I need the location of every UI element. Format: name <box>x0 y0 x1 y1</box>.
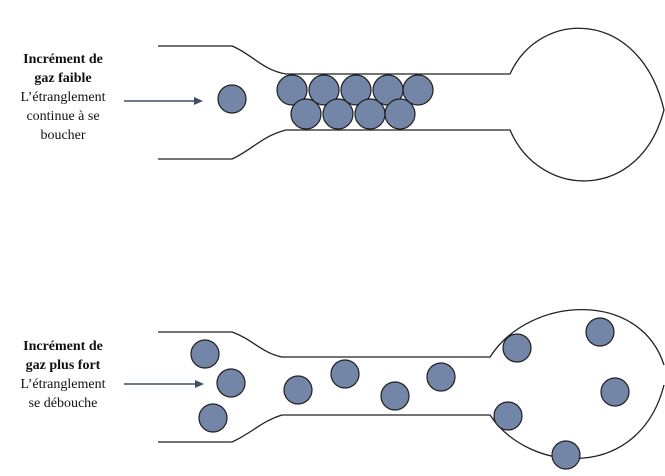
label-desc-line3: boucher <box>40 128 86 143</box>
panel-weak-gas: Incrément de gaz faible L’étranglement c… <box>0 0 665 235</box>
tube-lower-wall <box>158 109 665 182</box>
particle <box>290 98 322 130</box>
particle-group <box>217 74 434 130</box>
particle <box>322 98 354 130</box>
unclogged-tube-diagram <box>124 309 665 470</box>
particle <box>276 74 308 106</box>
label-title-line2: gaz faible <box>34 71 92 86</box>
arrow-head <box>194 97 203 105</box>
particle <box>551 440 581 470</box>
tube-upper-wall <box>158 309 665 366</box>
particle <box>380 381 410 411</box>
particle-group <box>190 317 630 470</box>
tube-lower-wall <box>158 384 665 460</box>
particle <box>600 377 630 407</box>
label-desc-line1: L’étranglement <box>20 90 106 105</box>
particle <box>354 98 386 130</box>
label-title-line1: Incrément de <box>23 339 103 354</box>
arrow-head <box>195 380 204 388</box>
particle <box>585 317 615 347</box>
clogged-tube-diagram <box>124 27 665 182</box>
tube-upper-wall <box>158 27 665 111</box>
particle <box>216 368 246 398</box>
particle <box>426 362 456 392</box>
particle <box>340 74 372 106</box>
particle <box>217 84 247 114</box>
panel-strong-gas: Incrément de gaz plus fort L’étranglemen… <box>0 235 665 476</box>
label-desc-line2: se débouche <box>28 396 98 411</box>
particle <box>402 74 434 106</box>
particle <box>502 333 532 363</box>
label-desc-line2: continue à se <box>26 109 100 124</box>
particle <box>283 375 313 405</box>
label-desc-line1: L’étranglement <box>20 377 106 392</box>
label-strong-gas: Incrément de gaz plus fort L’étranglemen… <box>0 337 126 413</box>
particle <box>384 98 416 130</box>
particle <box>190 339 220 369</box>
gas-flow-arrow <box>124 97 203 105</box>
particle <box>308 74 340 106</box>
label-weak-gas: Incrément de gaz faible L’étranglement c… <box>0 50 126 145</box>
particle <box>198 403 228 433</box>
gas-flow-arrow <box>124 380 204 388</box>
label-title-line1: Incrément de <box>23 52 103 67</box>
particle <box>330 359 360 389</box>
particle <box>493 401 523 431</box>
label-title-line2: gaz plus fort <box>25 358 101 373</box>
